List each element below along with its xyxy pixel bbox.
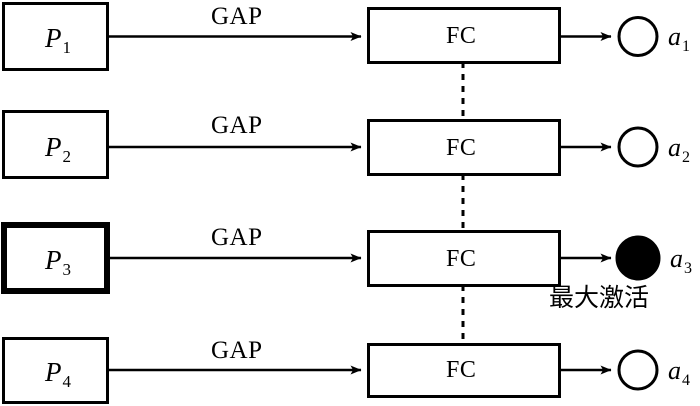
gap-edge-label-1: GAP [211,3,263,30]
fc-box-label-2: FC [446,135,477,161]
part-box-label-3: P3 [45,245,71,279]
activation-node-1[interactable] [617,16,659,57]
gap-edge-label-2: GAP [211,112,263,139]
fc-box-4[interactable] [367,343,561,398]
activation-label-2: a2 [668,133,690,166]
activation-label-3: a3 [670,244,692,277]
fc-box-label-4: FC [446,357,477,383]
fc-box-1[interactable] [367,7,561,64]
part-box-label-1: P1 [45,23,71,57]
part-box-2[interactable] [2,110,109,179]
max-activation-note: 最大激活 [549,283,650,312]
fc-box-3[interactable] [367,230,561,287]
fc-box-label-3: FC [446,246,477,272]
part-box-4[interactable] [2,337,109,404]
activation-node-4[interactable] [617,349,659,391]
part-box-1[interactable] [2,2,109,71]
gap-edge-label-3: GAP [211,224,263,251]
part-box-label-4: P4 [45,357,71,391]
activation-label-4: a4 [668,356,690,389]
activation-node-3[interactable] [615,235,661,281]
activation-node-2[interactable] [617,126,659,168]
fc-box-label-1: FC [446,23,477,49]
gap-edge-label-4: GAP [211,337,263,364]
part-box-label-2: P2 [45,132,71,166]
activation-label-1: a1 [668,22,690,55]
